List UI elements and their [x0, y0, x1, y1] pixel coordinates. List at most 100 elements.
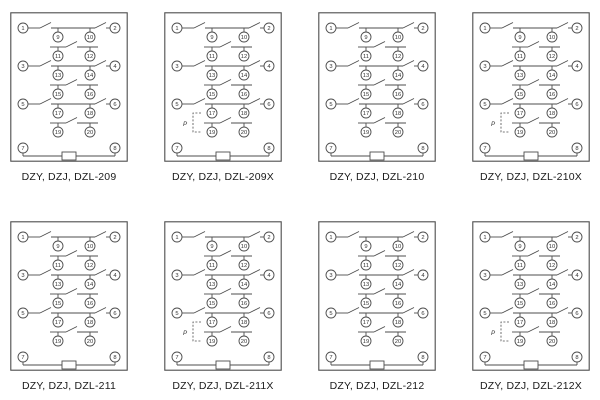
terminal-circle	[360, 50, 372, 62]
contact-blade	[94, 98, 107, 105]
terminal-circle	[479, 269, 491, 281]
terminal-circle	[417, 98, 429, 110]
panel-border	[318, 12, 436, 162]
terminal-circle	[571, 231, 583, 243]
terminal-circle	[263, 98, 275, 110]
terminal-circle	[238, 316, 250, 328]
terminal-16: 16	[84, 88, 96, 100]
terminal-14: 14	[392, 69, 404, 81]
panel-border	[164, 12, 282, 162]
terminal-2: 2	[571, 22, 583, 34]
terminal-circle	[360, 278, 372, 290]
terminal-5: 5	[325, 307, 337, 319]
terminal-circle	[109, 60, 121, 72]
terminal-1: 1	[171, 22, 183, 34]
terminal-number: 19	[55, 339, 61, 345]
terminal-number: 11	[517, 263, 523, 269]
terminal-10: 10	[238, 240, 250, 252]
terminal-circle	[325, 22, 337, 34]
terminal-number: 16	[241, 92, 247, 98]
terminal-circle	[479, 231, 491, 243]
terminal-19: 19	[514, 126, 526, 138]
terminal-12: 12	[546, 50, 558, 62]
terminal-6: 6	[417, 98, 429, 110]
terminal-number: 11	[363, 54, 369, 60]
contact-blade	[373, 79, 386, 86]
coil	[215, 151, 231, 161]
terminal-circle	[546, 50, 558, 62]
contact-blade	[373, 250, 386, 257]
contact-blade	[402, 269, 415, 276]
terminal-15: 15	[52, 297, 64, 309]
terminal-12: 12	[238, 259, 250, 271]
terminal-3: 3	[479, 269, 491, 281]
terminal-17: 17	[52, 316, 64, 328]
terminal-number: 11	[55, 54, 61, 60]
terminal-number: 10	[241, 35, 247, 41]
terminal-5: 5	[325, 98, 337, 110]
p-marker-label: P	[491, 330, 496, 337]
panel-label: DZY, DZJ, DZL-209X	[171, 171, 275, 183]
terminal-circle	[109, 98, 121, 110]
terminal-number: 18	[395, 320, 401, 326]
terminal-circle	[263, 307, 275, 319]
terminal-circle	[52, 88, 64, 100]
terminal-circle	[109, 22, 121, 34]
terminal-5: 5	[17, 98, 29, 110]
contact-blade	[219, 250, 232, 257]
terminal-12: 12	[84, 259, 96, 271]
terminal-circle	[546, 69, 558, 81]
terminal-circle	[84, 50, 96, 62]
terminal-circle	[392, 50, 404, 62]
terminal-circle	[84, 297, 96, 309]
terminal-2: 2	[417, 231, 429, 243]
terminal-circle	[171, 22, 183, 34]
terminal-17: 17	[514, 107, 526, 119]
terminal-number: 8	[113, 146, 116, 152]
terminal-number: 17	[363, 111, 369, 117]
terminal-circle	[52, 297, 64, 309]
terminal-10: 10	[546, 31, 558, 43]
contact-blade	[65, 250, 78, 257]
terminal-number: 8	[421, 146, 424, 152]
terminal-4: 4	[417, 60, 429, 72]
terminal-number: 11	[209, 54, 215, 60]
terminal-17: 17	[360, 107, 372, 119]
terminal-6: 6	[571, 307, 583, 319]
terminal-19: 19	[52, 335, 64, 347]
terminal-13: 13	[52, 69, 64, 81]
terminal-circle	[479, 60, 491, 72]
terminal-7: 7	[17, 142, 29, 154]
terminal-circle	[206, 335, 218, 347]
terminal-number: 16	[87, 92, 93, 98]
terminal-number: 7	[483, 146, 486, 152]
terminal-number: 19	[517, 339, 523, 345]
terminal-circle	[360, 69, 372, 81]
terminal-circle	[263, 142, 275, 154]
terminal-1: 1	[17, 231, 29, 243]
terminal-number: 1	[483, 235, 486, 241]
terminal-number: 12	[395, 54, 401, 60]
p-marker-label: P	[183, 330, 188, 337]
terminal-20: 20	[238, 335, 250, 347]
terminal-number: 20	[87, 130, 93, 136]
terminal-number: 15	[517, 92, 523, 98]
terminal-circle	[206, 316, 218, 328]
terminal-16: 16	[392, 297, 404, 309]
contact-blade	[501, 98, 514, 105]
terminal-13: 13	[360, 69, 372, 81]
terminal-number: 12	[87, 263, 93, 269]
p-marker-label: P	[491, 121, 496, 128]
terminal-number: 20	[241, 339, 247, 345]
terminal-20: 20	[84, 126, 96, 138]
terminal-7: 7	[171, 142, 183, 154]
contact-blade	[39, 60, 52, 67]
terminal-circle	[238, 31, 250, 43]
terminal-circle	[109, 351, 121, 363]
terminal-circle	[171, 60, 183, 72]
contact-blade	[347, 307, 360, 314]
terminal-number: 3	[21, 64, 24, 70]
terminal-15: 15	[360, 297, 372, 309]
terminal-number: 19	[363, 130, 369, 136]
